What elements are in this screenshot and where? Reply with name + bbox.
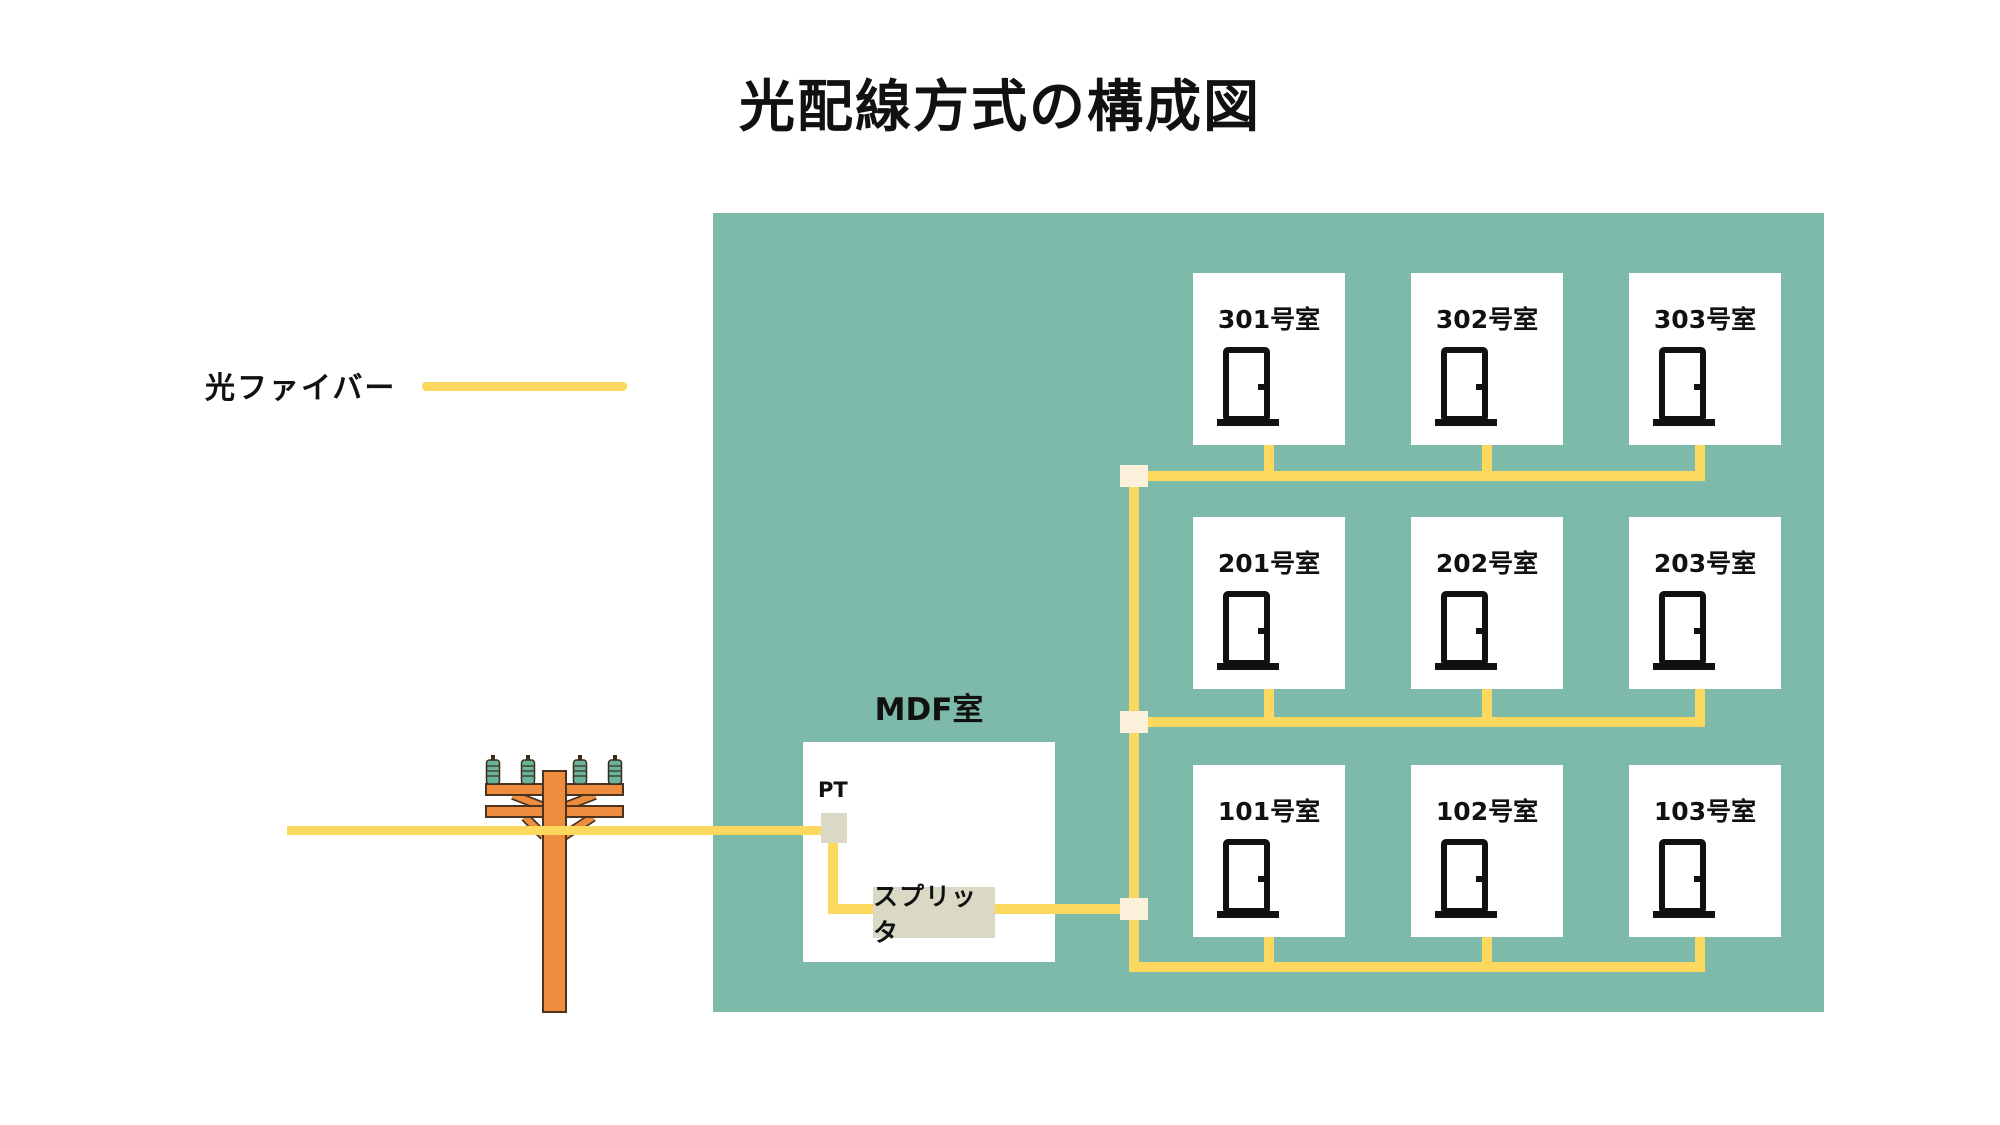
fiber-drop-room-203 — [1695, 689, 1705, 727]
room-302: 302号室 — [1411, 273, 1563, 445]
insulator-icon — [485, 755, 501, 785]
door-icon — [1435, 839, 1497, 918]
insulator-icon — [520, 755, 536, 785]
fiber-drop-room-103 — [1695, 937, 1705, 972]
room-102-label: 102号室 — [1435, 797, 1539, 826]
fiber-splitter-output-line — [978, 904, 1139, 914]
door-icon — [1435, 347, 1497, 426]
fiber-drop-room-302 — [1482, 445, 1492, 481]
room-302-label: 302号室 — [1435, 305, 1539, 334]
legend-fiber-line-sample — [422, 382, 627, 391]
pt-box — [821, 813, 847, 843]
pole-mast — [542, 770, 567, 1013]
room-301: 301号室 — [1193, 273, 1345, 445]
insulator-icon — [572, 755, 588, 785]
room-303-label: 303号室 — [1653, 305, 1757, 334]
room-101: 101号室 — [1193, 765, 1345, 937]
fiber-drop-room-102 — [1482, 937, 1492, 972]
door-icon — [1653, 591, 1715, 670]
room-101-label: 101号室 — [1217, 797, 1321, 826]
junction-box-floor1 — [1120, 898, 1148, 920]
room-103: 103号室 — [1629, 765, 1781, 937]
fiber-incoming-line — [287, 826, 835, 835]
utility-pole-icon — [485, 755, 624, 1013]
junction-box-floor2 — [1120, 711, 1148, 733]
room-102: 102号室 — [1411, 765, 1563, 937]
room-203-label: 203号室 — [1653, 549, 1757, 578]
fiber-pt-drop-line — [828, 840, 838, 914]
pole-insulators — [485, 755, 623, 785]
diagram-title: 光配線方式の構成図 — [739, 75, 1261, 140]
fiber-drop-room-202 — [1482, 689, 1492, 727]
splitter-box: スプリッタ — [873, 882, 995, 947]
junction-box-floor3 — [1120, 465, 1148, 487]
room-203: 203号室 — [1629, 517, 1781, 689]
insulator-icon — [607, 755, 623, 785]
pt-label: PT — [818, 778, 848, 802]
fiber-drop-room-301 — [1264, 445, 1274, 481]
door-icon — [1653, 839, 1715, 918]
door-icon — [1217, 347, 1279, 426]
fiber-floor2-bus-line — [1129, 717, 1705, 727]
room-301-label: 301号室 — [1217, 305, 1321, 334]
room-201: 201号室 — [1193, 517, 1345, 689]
fiber-pt-to-splitter-line — [828, 904, 890, 914]
fiber-drop-room-303 — [1695, 445, 1705, 481]
room-202: 202号室 — [1411, 517, 1563, 689]
fiber-drop-room-201 — [1264, 689, 1274, 727]
door-icon — [1435, 591, 1497, 670]
room-202-label: 202号室 — [1435, 549, 1539, 578]
fiber-floor3-bus-line — [1129, 471, 1705, 481]
door-icon — [1217, 591, 1279, 670]
door-icon — [1217, 839, 1279, 918]
legend-fiber-label: 光ファイバー — [205, 371, 397, 406]
room-103-label: 103号室 — [1653, 797, 1757, 826]
room-201-label: 201号室 — [1217, 549, 1321, 578]
room-303: 303号室 — [1629, 273, 1781, 445]
door-icon — [1653, 347, 1715, 426]
fiber-floor1-bus-line — [1129, 962, 1705, 972]
mdf-room-label: MDF室 — [874, 692, 984, 728]
fiber-drop-room-101 — [1264, 937, 1274, 972]
